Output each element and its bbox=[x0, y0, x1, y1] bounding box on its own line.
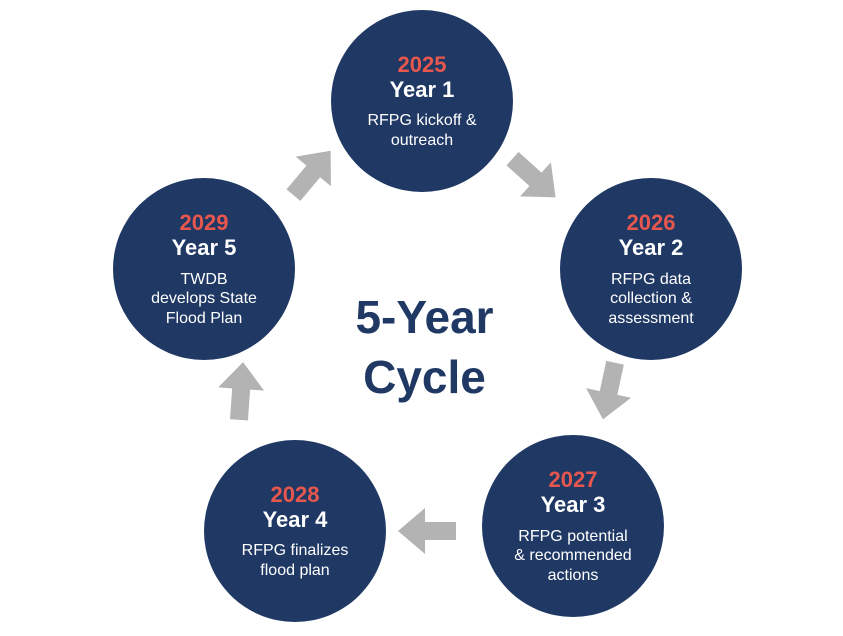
node-label: Year 1 bbox=[389, 76, 455, 102]
node-description: RFPG potential & recommended actions bbox=[514, 527, 632, 584]
cycle-title-line2: Cycle bbox=[363, 350, 486, 403]
node-description: TWDB develops State Flood Plan bbox=[151, 270, 257, 327]
node-label: Year 4 bbox=[262, 506, 328, 532]
arrow-year5-to-year1-icon bbox=[276, 136, 349, 210]
node-label: Year 3 bbox=[540, 492, 606, 518]
arrow-year2-to-year3-icon bbox=[580, 358, 637, 424]
cycle-node-year-2: 2026 Year 2 RFPG data collection & asses… bbox=[560, 178, 742, 360]
arrow-year1-to-year2-icon bbox=[497, 142, 571, 215]
node-description: RFPG finalizes flood plan bbox=[241, 542, 349, 579]
node-description: RFPG data collection & assessment bbox=[608, 270, 694, 327]
node-label: Year 5 bbox=[171, 235, 237, 261]
cycle-node-year-3: 2027 Year 3 RFPG potential & recommended… bbox=[482, 435, 664, 617]
node-year: 2029 bbox=[179, 209, 229, 235]
node-year: 2027 bbox=[548, 466, 598, 492]
node-year: 2028 bbox=[270, 481, 320, 507]
node-year: 2025 bbox=[397, 51, 447, 77]
cycle-title-line1: 5-Year bbox=[355, 291, 494, 343]
cycle-node-year-4: 2028 Year 4 RFPG finalizes flood plan bbox=[204, 440, 386, 622]
cycle-node-year-5: 2029 Year 5 TWDB develops State Flood Pl… bbox=[113, 178, 295, 360]
node-description: RFPG kickoff & outreach bbox=[367, 112, 477, 149]
arrow-year4-to-year5-icon bbox=[216, 360, 266, 421]
cycle-title: 5-Year Cycle bbox=[332, 288, 517, 408]
node-year: 2026 bbox=[626, 209, 676, 235]
cycle-node-year-1: 2025 Year 1 RFPG kickoff & outreach bbox=[331, 10, 513, 192]
arrow-year3-to-year4-icon bbox=[398, 508, 456, 554]
node-label: Year 2 bbox=[618, 235, 684, 261]
